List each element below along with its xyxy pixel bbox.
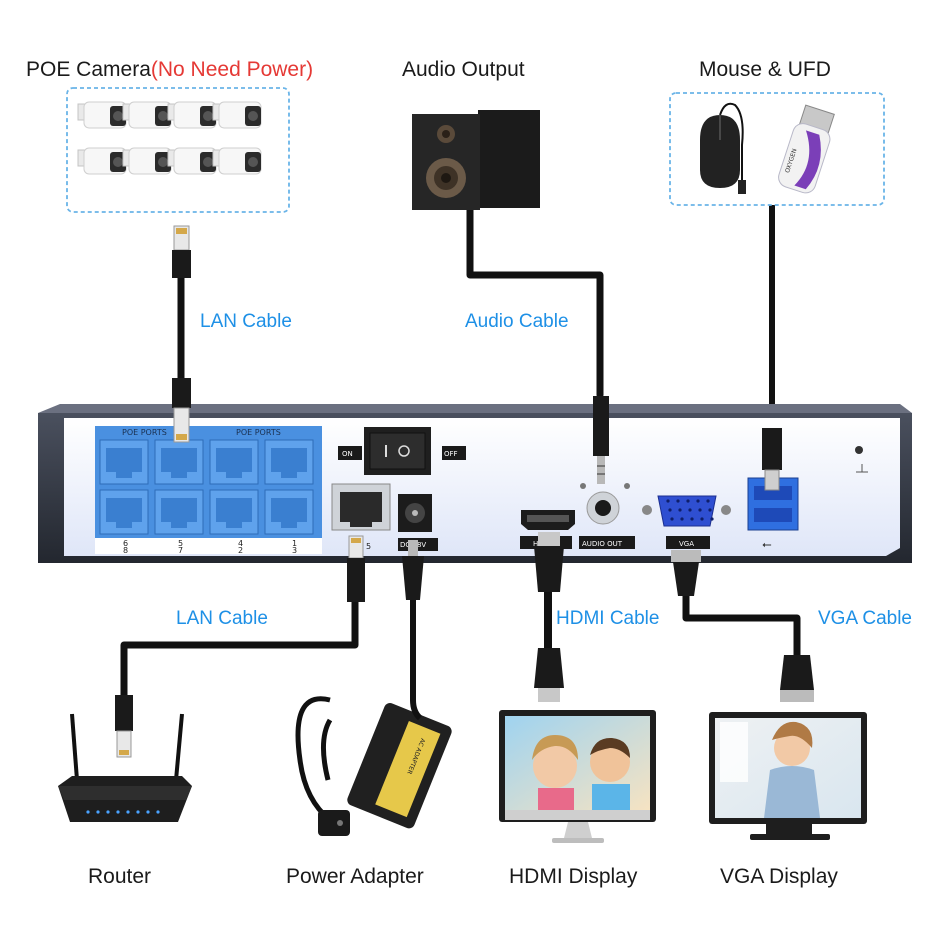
mouse-ufd-label: Mouse & UFD (699, 58, 831, 81)
hdmi-display-icon (499, 710, 656, 843)
rj45-plug-nvr-bottom (347, 535, 365, 602)
poe-port (209, 489, 259, 535)
vga-display-label: VGA Display (720, 865, 838, 888)
audio-cable (466, 206, 604, 399)
bullet-camera-icon (167, 101, 217, 129)
bullet-camera-icon (167, 147, 217, 175)
vga-pin (676, 499, 680, 503)
lan-cable-top-label: LAN Cable (200, 311, 292, 332)
vga-plug-top (671, 550, 701, 596)
vga-cable-label: VGA Cable (818, 608, 912, 629)
port-num-8: 8 (123, 546, 128, 555)
vga-pin (706, 499, 710, 503)
vga-pin (666, 499, 670, 503)
audio-cable-label: Audio Cable (465, 311, 569, 332)
poe-port (209, 439, 259, 485)
router-label: Router (88, 865, 152, 888)
hdmi-plug-top (534, 532, 564, 592)
hdmi-display-label: HDMI Display (509, 865, 638, 888)
vga-pin (710, 517, 714, 521)
vga-pin (686, 499, 690, 503)
mouse-ufd-group: OXYGEN (669, 92, 885, 206)
poe-camera-label: POE Camera(No Need Power) (26, 58, 313, 82)
poe-no-power-note: (No Need Power) (150, 58, 314, 81)
hdmi-cable-label: HDMI Cable (556, 608, 660, 629)
router-icon (58, 713, 192, 822)
port-num-5: 5 (178, 539, 183, 548)
vga-pin (698, 508, 702, 512)
nvr-device: POE PORTS POE PORTS 6 5 4 1 8 7 2 3 ON O… (38, 404, 912, 563)
bullet-camera-icon (122, 147, 172, 175)
speaker-icon (412, 110, 540, 210)
poe-port (264, 489, 314, 535)
port-num-6: 6 (123, 539, 128, 548)
lan-cable-bottom (120, 586, 359, 704)
rj45-plug-top (172, 225, 191, 278)
nvr-chassis-top (38, 404, 912, 413)
vga-pin (700, 517, 704, 521)
audio-output-label: Audio Output (402, 58, 525, 81)
hdmi-plug-bottom (534, 648, 564, 702)
usb-plug (762, 428, 782, 491)
bullet-camera-icon (77, 147, 127, 175)
switch-off-label: OFF (444, 450, 458, 458)
vga-display-icon (709, 712, 867, 840)
poe-ports-left-label: POE PORTS (122, 428, 167, 437)
connector-plugs (115, 225, 814, 758)
poe-port (264, 439, 314, 485)
power-adapter-icon: AC ADAPTER (295, 696, 452, 836)
vga-pin (688, 508, 692, 512)
port-num-7: 7 (178, 546, 183, 555)
poe-ports (99, 439, 314, 535)
port-num-2: 1 (292, 539, 297, 548)
power-adapter-label: Power Adapter (286, 865, 424, 888)
poe-port (99, 439, 149, 485)
audio-out-label: AUDIO OUT (582, 540, 623, 548)
vga-pin (670, 517, 674, 521)
vga-cable (682, 581, 801, 664)
lan-cable-bottom-label: LAN Cable (176, 608, 268, 629)
vga-pin (690, 517, 694, 521)
vga-port-label: VGA (679, 540, 694, 548)
poe-camera-group (66, 87, 290, 213)
vga-pin (678, 508, 682, 512)
poe-port (154, 439, 204, 485)
router-leds (86, 810, 160, 814)
vga-pin (668, 508, 672, 512)
poe-camera-title: POE Camera (26, 58, 151, 81)
lan-port-label: 5 (366, 542, 371, 551)
bullet-camera-icon (77, 101, 127, 129)
audio-jack-plug (593, 396, 609, 484)
cables (120, 202, 801, 704)
dc-plug (402, 540, 424, 600)
vga-pin (708, 508, 712, 512)
vga-pin (680, 517, 684, 521)
poe-ports-right-label: POE PORTS (236, 428, 281, 437)
port-num-3: 3 (292, 546, 297, 555)
mouse-icon (700, 115, 740, 188)
camera-array (77, 101, 262, 175)
port-num-4: 4 (238, 539, 243, 548)
rj45-plug-router (115, 695, 133, 758)
vga-plug-bottom (780, 655, 814, 702)
rj45-plug-nvr-top (172, 378, 191, 443)
flash-drive-icon: OXYGEN (778, 104, 835, 194)
poe-port (154, 489, 204, 535)
vga-pins (666, 499, 714, 521)
switch-on-label: ON (342, 450, 353, 458)
ground-screw (855, 446, 863, 454)
bullet-camera-icon (212, 147, 262, 175)
vga-pin (696, 499, 700, 503)
bullet-camera-icon (122, 101, 172, 129)
poe-port (99, 489, 149, 535)
usb-port-label: ⭠ (762, 537, 772, 551)
port-num-2b: 2 (238, 546, 243, 555)
bullet-camera-icon (212, 101, 262, 129)
